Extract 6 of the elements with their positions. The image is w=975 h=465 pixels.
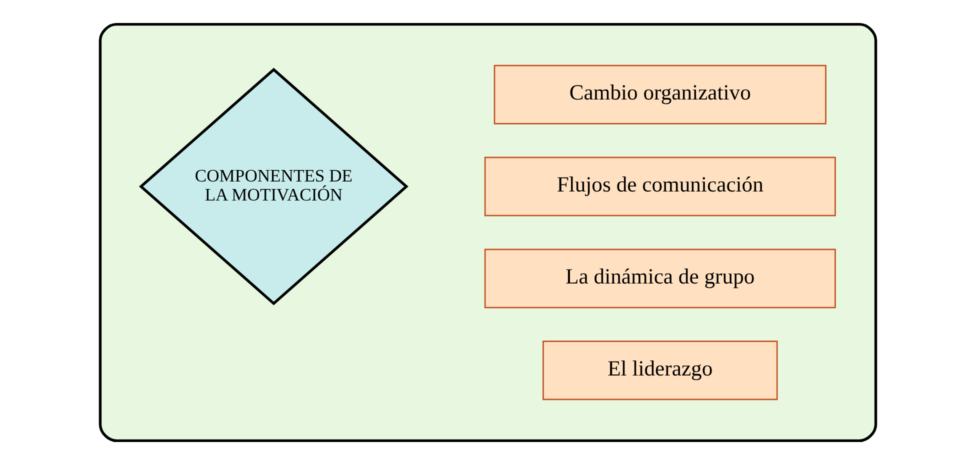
node-box: Flujos de comunicación — [484, 156, 836, 216]
node-box: Cambio organizativo — [493, 64, 826, 124]
node-diamond: COMPONENTES DE LA MOTIVACIÓN — [138, 68, 408, 306]
cluster — [98, 22, 877, 442]
node-box: La dinámica de grupo — [484, 248, 836, 308]
node-box: El liderazgo — [542, 340, 778, 400]
